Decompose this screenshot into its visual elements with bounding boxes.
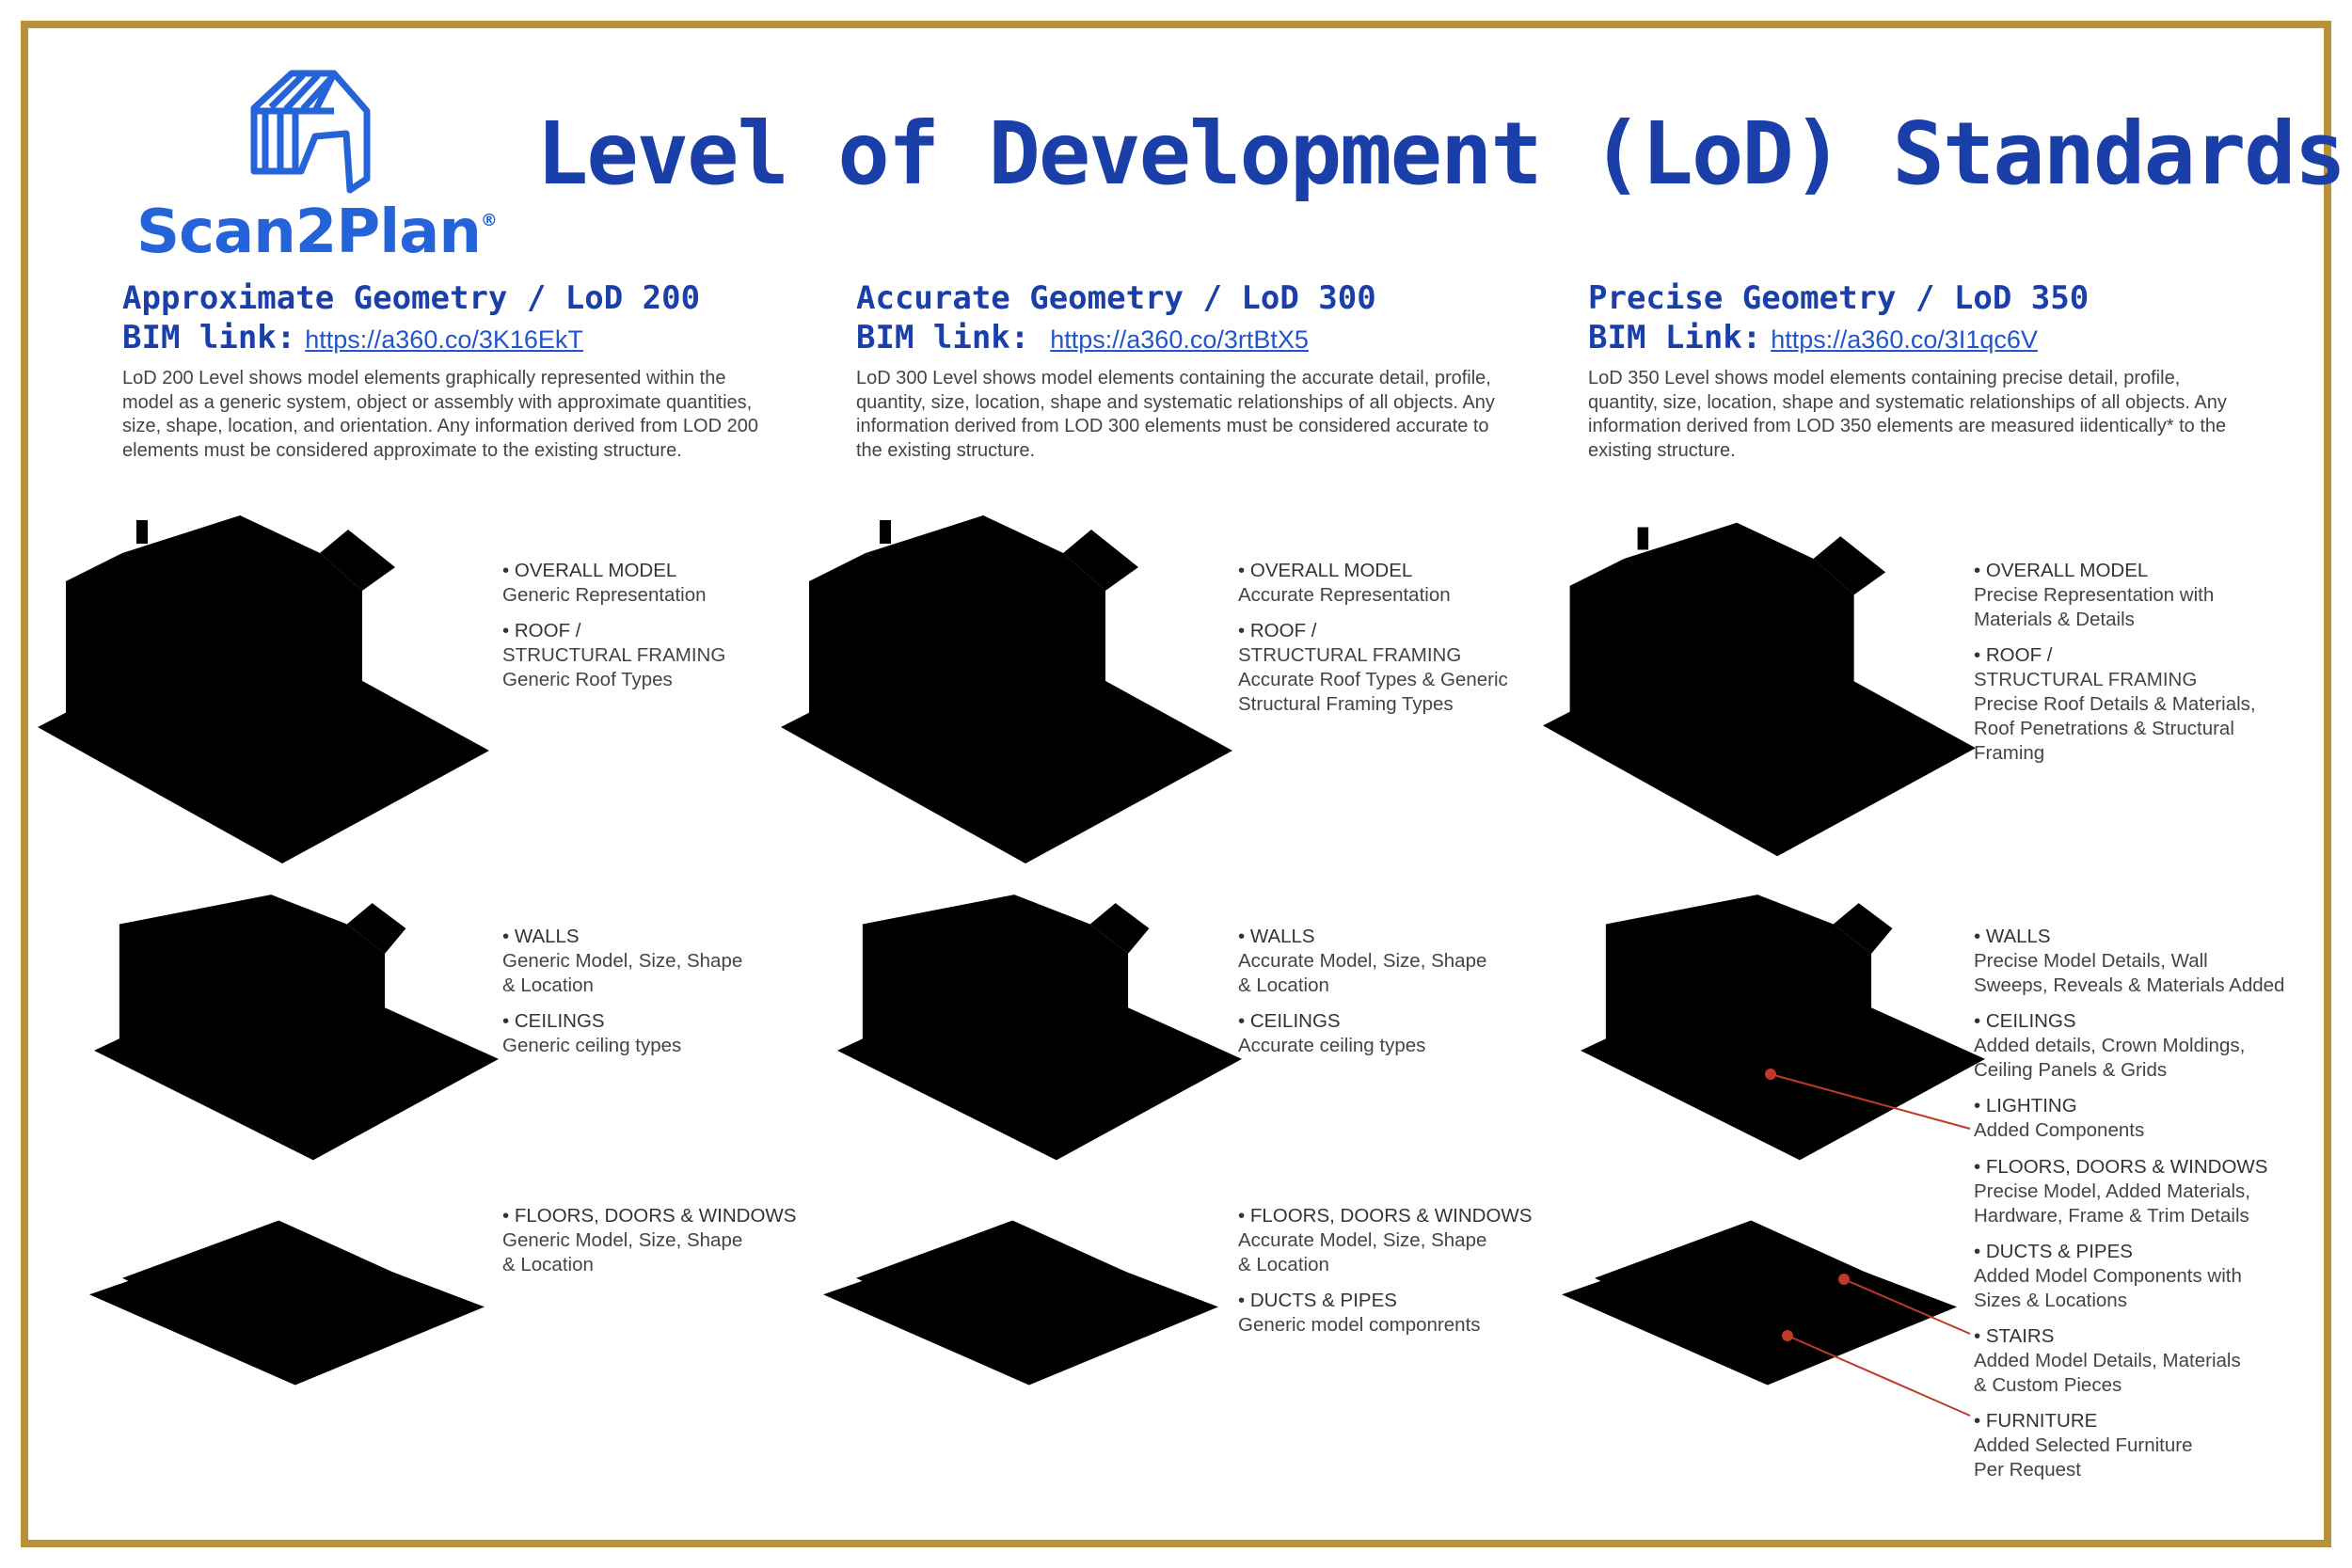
building-section-lod200 [94,884,499,1166]
feature-overall-model: • OVERALL MODEL Accurate Representation [1238,560,1451,606]
column-description: LoD 200 Level shows model elements graph… [122,368,758,461]
column-title: Precise Geometry / LoD 350 [1588,279,2090,317]
brand-name: Scan2Plan® [136,198,498,267]
bim-link[interactable]: https://a360.co/3I1qc6V [1771,325,2038,354]
brand-logo: Scan2Plan® [136,66,498,267]
page-title: Level of Development (LoD) Standards [536,103,2346,204]
feature-roof: • ROOF / STRUCTURAL FRAMING Accurate Roo… [1238,620,1508,715]
column-description: LoD 300 Level shows model elements conta… [856,368,1495,461]
building-exterior-lod200 [38,515,489,863]
building-section-lod300 [837,884,1242,1166]
bim-link-row: BIM link:https://a360.co/3K16EkT [122,319,583,356]
feature-furniture: • FURNITURE Added Selected Furniture Per… [1974,1410,2193,1481]
column-title: Approximate Geometry / LoD 200 [122,279,701,317]
bim-link[interactable]: https://a360.co/3K16EkT [305,325,583,354]
feature-stairs: • STAIRS Added Model Details, Materials … [1974,1325,2241,1396]
feature-ceilings: • CEILINGS Added details, Crown Moldings… [1974,1010,2246,1081]
bim-link[interactable]: https://a360.co/3rtBtX5 [1050,325,1309,354]
building-floor-lod300 [823,1213,1218,1392]
feature-lighting: • LIGHTING Added Components [1974,1095,2145,1141]
feature-walls: • WALLS Precise Model Details, Wall Swee… [1974,926,2285,996]
bim-link-row: BIM link:https://a360.co/3rtBtX5 [856,319,1309,356]
column-lod-200: Approximate Geometry / LoD 200 BIM link:… [122,278,800,463]
building-exterior-lod350 [1543,515,1976,863]
building-exterior-lod300 [781,515,1232,863]
callout-lines [1765,1069,1971,1417]
feature-ceilings: • CEILINGS Accurate ceiling types [1238,1010,1426,1056]
feature-roof: • ROOF / STRUCTURAL FRAMING Generic Roof… [502,620,726,690]
feature-floors-doors-windows: • FLOORS, DOORS & WINDOWS Accurate Model… [1238,1205,1533,1275]
feature-roof: • ROOF / STRUCTURAL FRAMING Precise Roof… [1974,644,2256,764]
house-logo-icon [250,70,371,194]
feature-walls: • WALLS Generic Model, Size, Shape & Loc… [502,926,743,996]
feature-walls: • WALLS Accurate Model, Size, Shape & Lo… [1238,926,1487,996]
feature-ducts-pipes: • DUCTS & PIPES Added Model Components w… [1974,1241,2242,1311]
column-lod-300: Accurate Geometry / LoD 300 BIM link:htt… [856,278,1534,463]
feature-ceilings: • CEILINGS Generic ceiling types [502,1010,682,1056]
column-description: LoD 350 Level shows model elements conta… [1588,368,2227,461]
column-title: Accurate Geometry / LoD 300 [856,279,1376,317]
feature-floors-doors-windows: • FLOORS, DOORS & WINDOWS Precise Model,… [1974,1156,2268,1227]
column-lod-350: Precise Geometry / LoD 350 BIM Link:http… [1588,278,2265,463]
building-floor-lod200 [89,1213,485,1392]
bim-link-row: BIM Link:https://a360.co/3I1qc6V [1588,319,2038,356]
feature-overall-model: • OVERALL MODEL Generic Representation [502,560,707,606]
feature-overall-model: • OVERALL MODEL Precise Representation w… [1974,560,2215,630]
feature-floors-doors-windows: • FLOORS, DOORS & WINDOWS Generic Model,… [502,1205,797,1275]
feature-ducts-pipes: • DUCTS & PIPES Generic model componrent… [1238,1290,1481,1336]
